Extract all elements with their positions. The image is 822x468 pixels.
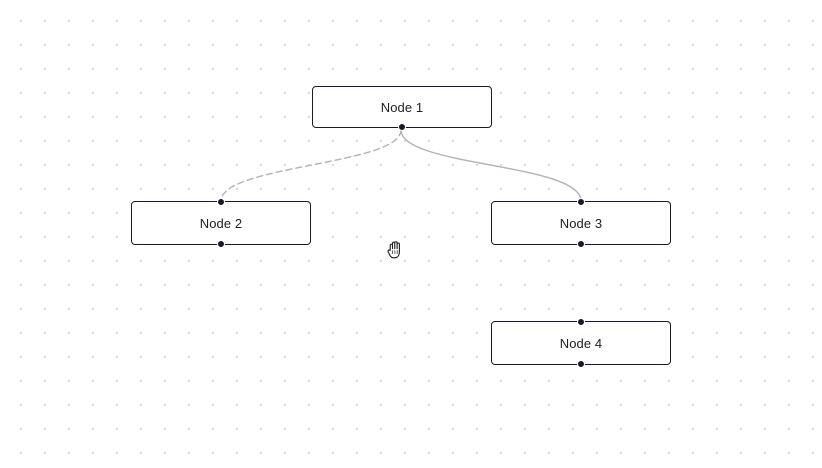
node-4-handle-top[interactable] bbox=[577, 318, 585, 326]
node-2-label: Node 2 bbox=[199, 215, 243, 231]
node-4-handle-bottom[interactable] bbox=[577, 360, 585, 368]
node-3-handle-top[interactable] bbox=[577, 198, 585, 206]
node-3[interactable]: Node 3 bbox=[491, 198, 671, 248]
node-1-handle-bottom[interactable] bbox=[398, 123, 406, 131]
node-2[interactable]: Node 2 bbox=[131, 198, 311, 248]
node-3-label: Node 3 bbox=[559, 215, 603, 231]
grab-hand-cursor bbox=[387, 241, 400, 259]
node-1[interactable]: Node 1 bbox=[312, 86, 492, 131]
node-1-label: Node 1 bbox=[380, 99, 424, 115]
node-4-label: Node 4 bbox=[559, 335, 603, 351]
node-4[interactable]: Node 4 bbox=[491, 318, 671, 368]
node-2-handle-top[interactable] bbox=[217, 198, 225, 206]
edge-node1-to-node2[interactable] bbox=[220, 129, 402, 202]
edge-node1-to-node3[interactable] bbox=[400, 129, 582, 202]
node-2-handle-bottom[interactable] bbox=[217, 240, 225, 248]
node-3-handle-bottom[interactable] bbox=[577, 240, 585, 248]
